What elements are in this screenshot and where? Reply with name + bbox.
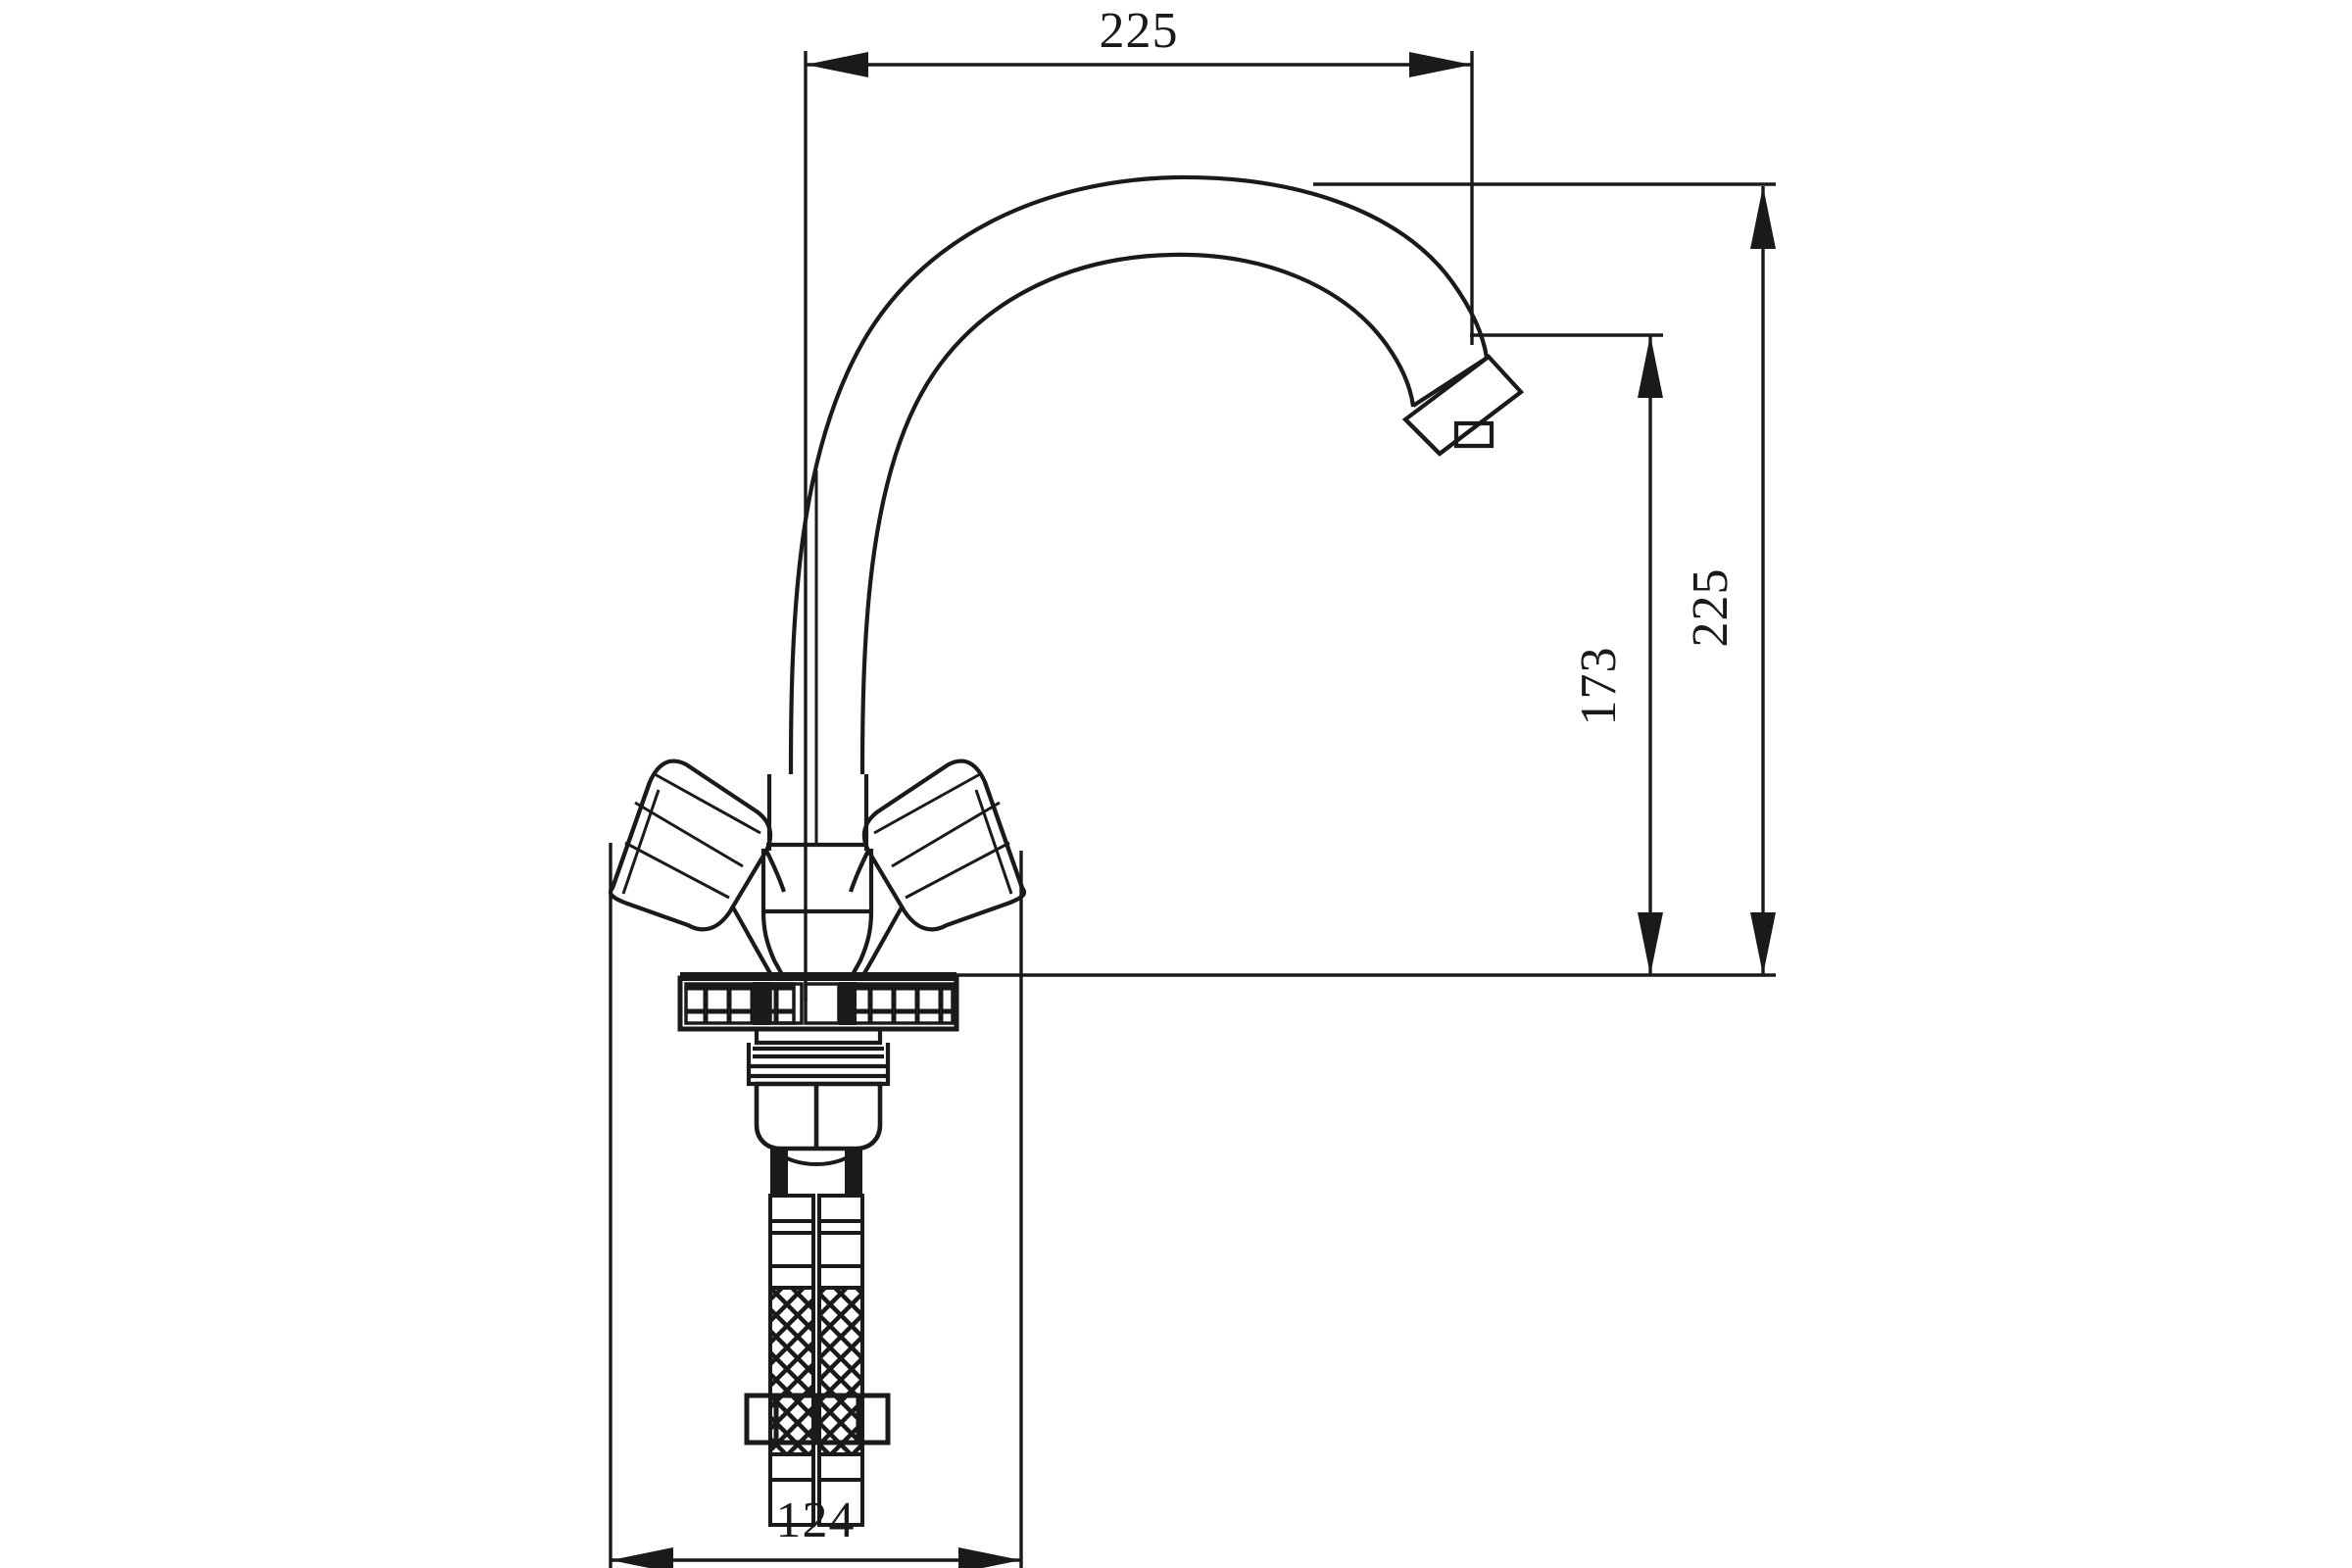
flex-hose-right	[817, 1149, 864, 1527]
spout-aerator	[1401, 354, 1525, 457]
dimension-label-spout-reach: 225	[1100, 3, 1179, 59]
dimension-spout-outlet-height	[1638, 335, 1663, 975]
dimension-handle-spread	[611, 1547, 1021, 1568]
flex-hose-left	[768, 1149, 815, 1527]
dimension-lines	[611, 52, 1776, 1568]
dimension-label-spout-outlet-height: 173	[1571, 647, 1627, 726]
dimension-label-handle-spread: 124	[776, 1493, 856, 1548]
handle-right	[849, 759, 1027, 982]
dimension-label-overall-height: 225	[1683, 568, 1739, 648]
dimension-spout-reach	[806, 52, 1472, 77]
body-casting	[760, 910, 874, 980]
hose-end-nut	[744, 1393, 891, 1446]
dimension-labels: 225 225 173 124	[776, 3, 1740, 1548]
handle-left	[608, 759, 786, 982]
spout-arc	[788, 174, 1490, 775]
spout-neck	[760, 470, 874, 914]
escutcheon-plate	[677, 972, 959, 1032]
shank	[746, 1029, 891, 1087]
dimension-overall-height	[1750, 186, 1776, 975]
